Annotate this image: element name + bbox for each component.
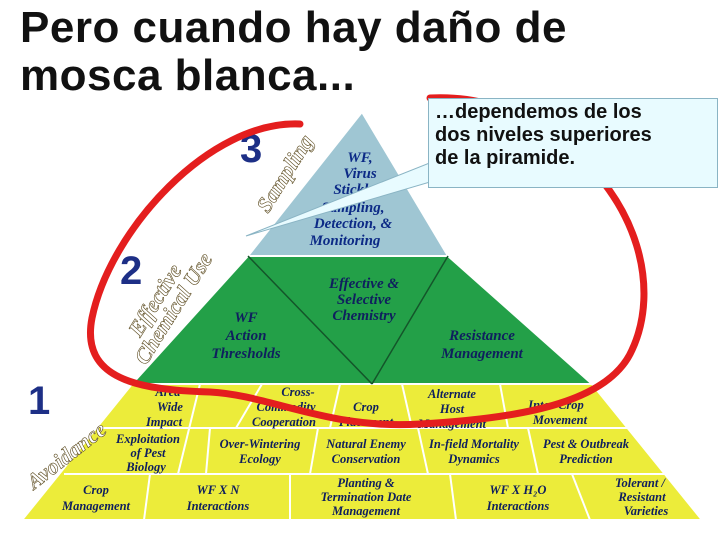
bottom-cell-line: Termination Date [321,490,412,504]
callout-line: de la piramide. [435,147,576,169]
callout-box: …dependemos de los dos niveles superiore… [428,98,718,188]
middle-center-line: Effective & [328,276,399,292]
level-number-3: 3 [240,127,262,171]
callout-line: dos niveles superiores [435,124,652,146]
bottom-tier-grid [64,383,666,521]
bottom-cell-line: Dynamics [447,452,500,466]
top-tier-line: Detection, & [313,216,393,232]
bottom-cell-line: Management [61,499,131,513]
top-tier-line: WF, [347,150,372,166]
bottom-cell-line: Ecology [238,452,281,466]
bottom-cell-line: Planting & [337,476,395,490]
middle-left-line: WF [234,310,257,326]
bottom-cell-line: Movement [532,413,588,427]
title-line: Pero cuando hay daño de [20,3,567,52]
bottom-cell-line: Varieties [624,504,669,518]
bottom-cell-line: Management [331,504,401,518]
top-tier-line: Monitoring [309,233,381,249]
slide-title: Pero cuando hay daño de mosca blanca... [20,4,580,100]
bottom-cell-line: Biology [125,460,166,474]
bottom-cell-line: of Pest [130,446,166,460]
middle-tier-text: Effective & Selective Chemistry WF Actio… [211,276,523,362]
title-line: mosca blanca... [20,51,356,100]
top-tier-line: Virus [343,166,377,182]
bottom-cell-line: Exploitation [115,432,180,446]
middle-tier-dividers [247,255,449,385]
middle-center-line: Selective [337,292,391,308]
bottom-cell-line: Interactions [186,499,250,513]
bottom-cell-line: Over-Wintering [220,437,301,451]
middle-right-line: Management [440,346,524,362]
level-number-1: 1 [28,379,50,423]
callout-line: …dependemos de los [435,101,642,123]
bottom-cell-line: Resistant [617,490,666,504]
bottom-cell-line: Host [439,402,465,416]
bottom-cell-line: Impact [145,415,183,429]
bottom-cell-line: Pest & Outbreak [543,437,630,451]
bottom-cell-line: Prediction [559,452,613,466]
middle-left-line: Thresholds [211,346,280,362]
level-numbers: 3 2 1 [28,127,262,423]
bottom-cell-line: Tolerant / [615,476,666,490]
bottom-cell-line: Cooperation [252,415,316,429]
middle-center-line: Chemistry [332,308,396,324]
bottom-cell-line: WF X N [197,483,241,497]
bottom-cell-line: Natural Enemy [325,437,406,451]
top-tier-text: WF, Virus Stickless Sampling, Detection,… [309,150,393,249]
bottom-cell-line: Conservation [332,452,401,466]
bottom-tier-text: Area- Wide Impact Cross- Commodity Coope… [61,385,668,518]
middle-right-line: Resistance [448,328,515,344]
bottom-cell-line: Wide [157,400,183,414]
bottom-cell-line: Cross- [281,385,314,399]
bottom-cell-line: In-field Mortality [428,437,519,451]
bottom-cell-line: Crop [83,483,109,497]
bottom-cell-line: Alternate [427,387,476,401]
bottom-cell-line: Interactions [486,499,550,513]
middle-left-line: Action [225,328,267,344]
bottom-cell-line: WF X H₂O [490,483,547,497]
level-number-2: 2 [120,249,142,293]
bottom-cell-line: Crop [353,400,379,414]
